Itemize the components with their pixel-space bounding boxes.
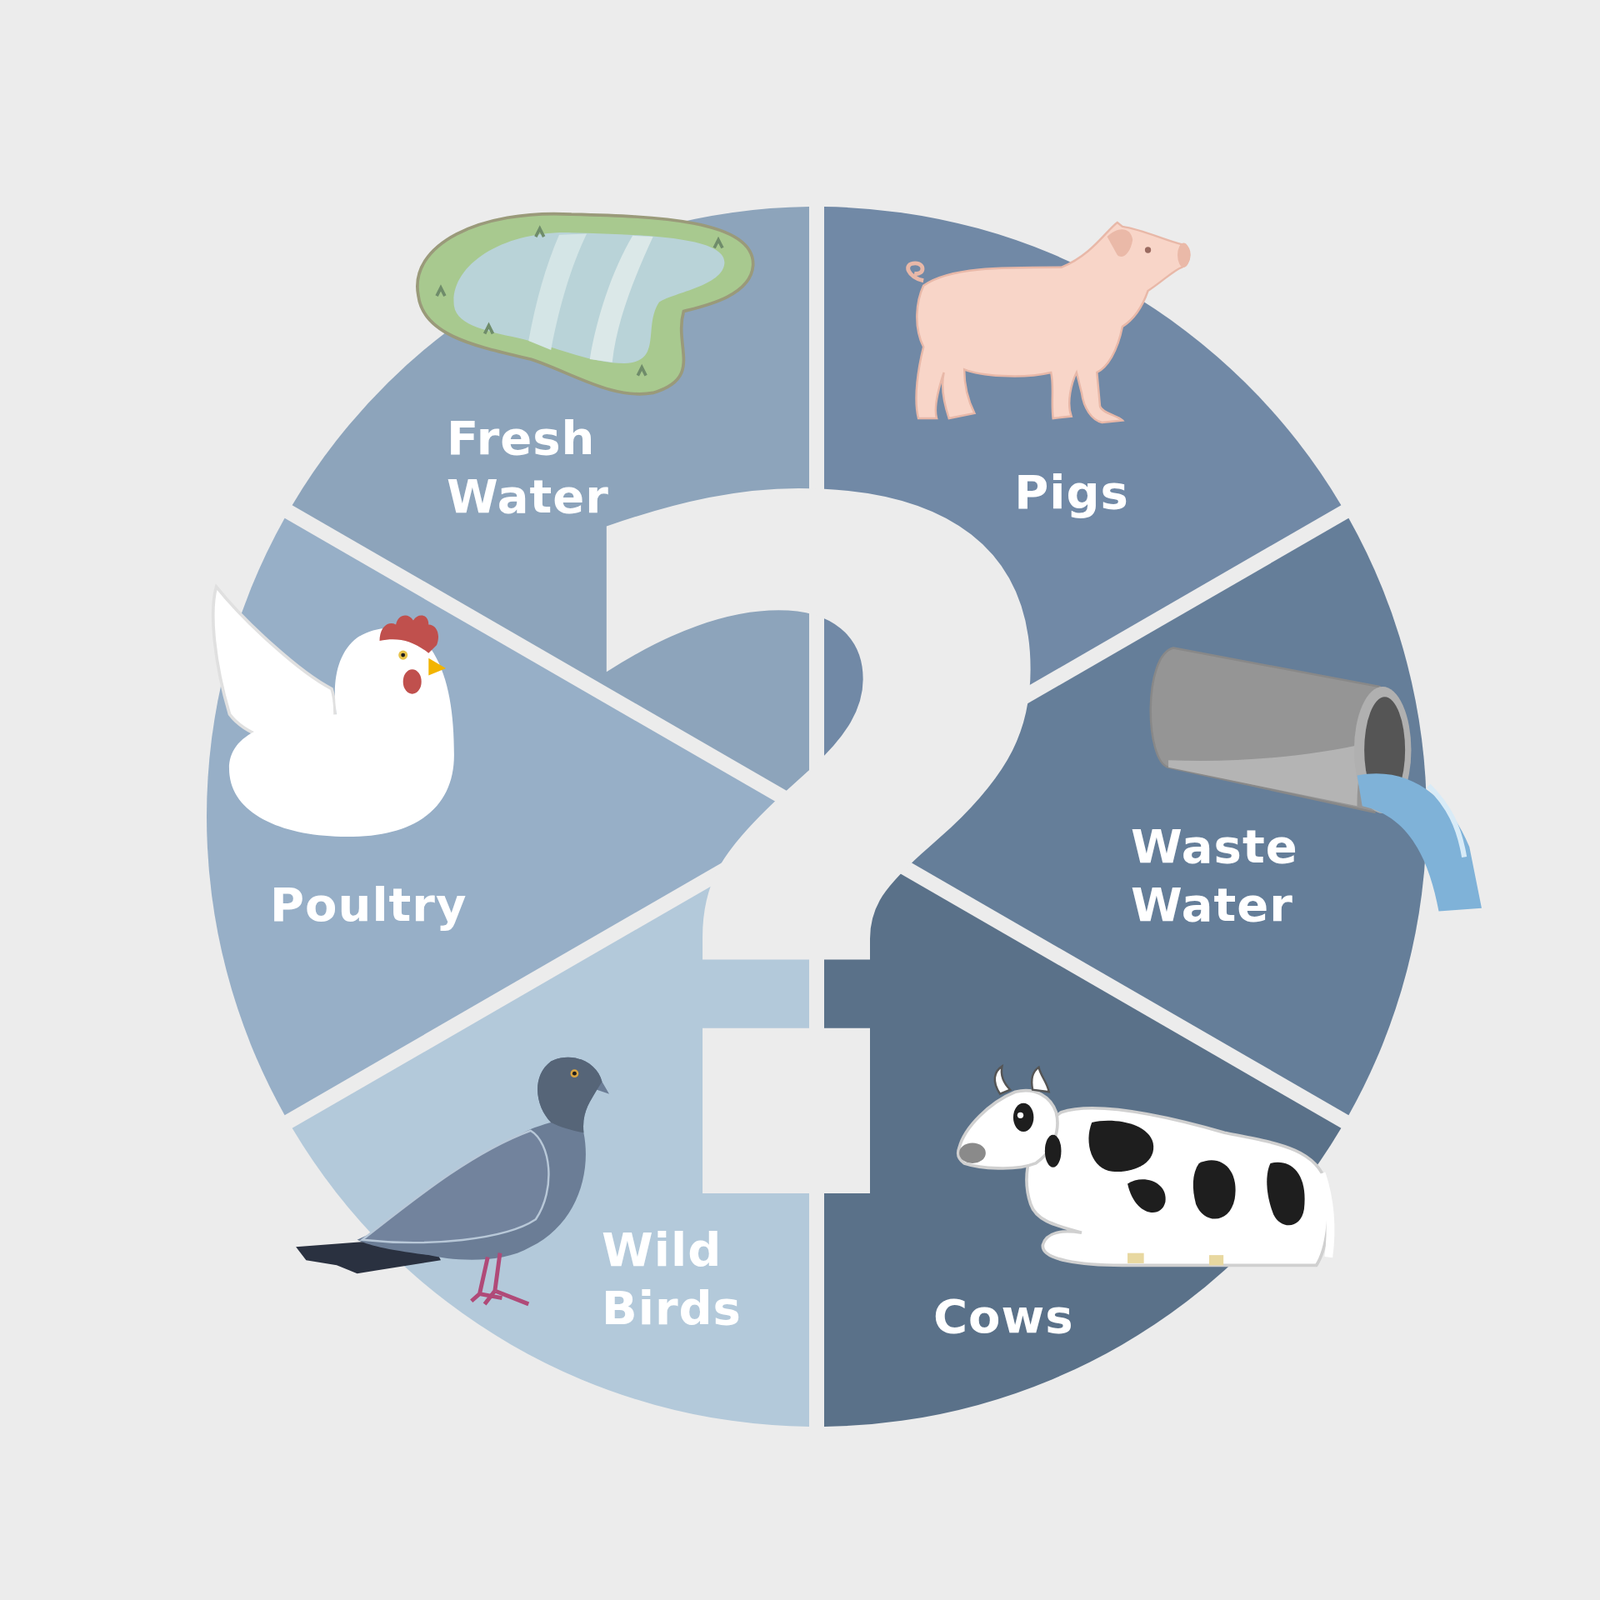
segment-label: Wild Birds [601,1220,769,1338]
pipe-icon [1150,648,1482,912]
pig-icon [908,222,1190,423]
segment-label: Poultry [270,875,467,935]
segment-label: Cows [933,1287,1075,1346]
segment-label: Waste Water [1130,817,1340,935]
segment-label: Fresh Water [446,409,647,526]
chicken-icon [213,586,455,837]
pond-icon [417,214,754,395]
question-mark: ? [540,518,1092,1212]
question-mark-holder: ? [540,518,1092,1212]
segment-label: Pigs [1014,463,1130,522]
